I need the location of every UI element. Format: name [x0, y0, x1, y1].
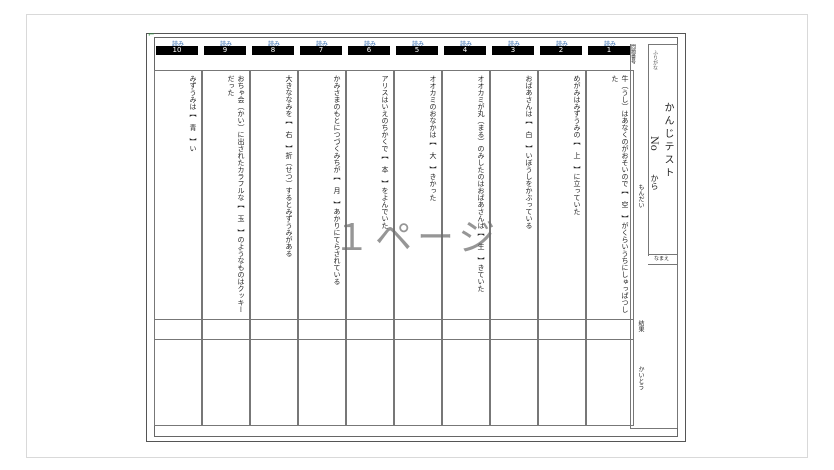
- question-column: アリスはいえのちかくで【 本 】をよんでいた: [346, 70, 394, 320]
- question-column: おちゃ会（かい）に出されたカラフルな【 玉 】のようなものはクッキーだった: [202, 70, 250, 320]
- furigana-label: ふりがな: [652, 50, 658, 70]
- question-column: 大きななみを【 右 】折（せつ）するとみずうみがある: [250, 70, 298, 320]
- mondai-text: もんだい: [637, 184, 644, 208]
- read-label: 読み: [219, 41, 232, 48]
- mondai-label: 問題番号: [630, 44, 636, 64]
- kaitou-label: かいとう: [637, 366, 644, 390]
- question-text: アリスはいえのちかくで【 本 】をよんでいた: [381, 75, 389, 229]
- question-number: 9: [204, 46, 246, 55]
- kanji-answer-box[interactable]: [538, 340, 586, 426]
- test-title: かんじテスト: [662, 102, 673, 180]
- reading-answer-box[interactable]: [538, 320, 586, 340]
- reading-answer-box[interactable]: [154, 320, 202, 340]
- read-label: 読み: [171, 41, 184, 48]
- read-label: 読み: [363, 41, 376, 48]
- kanji-answer-box[interactable]: [442, 340, 490, 426]
- read-label: 読み: [411, 41, 424, 48]
- reading-answer-box[interactable]: [250, 320, 298, 340]
- kanji-answer-box[interactable]: [154, 340, 202, 426]
- question-column: オオカミのおなかは【 大 】きかった: [394, 70, 442, 320]
- title-panel: 問題番号 ふりがな かんじテスト No から もんだい なまえ 結果 かいとう: [630, 44, 678, 429]
- question-number: 1: [588, 46, 630, 55]
- question-number: 3: [492, 46, 534, 55]
- corner-anchor-icon[interactable]: ⌐: [148, 30, 155, 39]
- question-column: みずうみは【 青 】い: [154, 70, 202, 320]
- reading-answer-box[interactable]: [298, 320, 346, 340]
- question-text: かみさまのもとにつづくみちが【 月 】あかりにてらされている: [333, 75, 341, 285]
- kanji-answer-box[interactable]: [394, 340, 442, 426]
- kanji-answer-box[interactable]: [490, 340, 538, 426]
- kanji-answer-box[interactable]: [298, 340, 346, 426]
- from-label: から: [650, 174, 659, 190]
- question-text: めがみはみずうみの【 上 】に立っていた: [573, 75, 581, 215]
- read-label: 読み: [507, 41, 520, 48]
- page-watermark: １ページ: [333, 216, 501, 259]
- read-label: 読み: [555, 41, 568, 48]
- question-text: おばあさんは【 白 】いぼうしをかぶっている: [525, 75, 533, 229]
- reading-answer-box[interactable]: [346, 320, 394, 340]
- kanji-answer-box[interactable]: [346, 340, 394, 426]
- question-text: みずうみは【 青 】い: [189, 75, 197, 152]
- question-column: めがみはみずうみの【 上 】に立っていた: [538, 70, 586, 320]
- reading-answer-box[interactable]: [442, 320, 490, 340]
- question-number: 7: [300, 46, 342, 55]
- question-column: かみさまのもとにつづくみちが【 月 】あかりにてらされている: [298, 70, 346, 320]
- question-number: 6: [348, 46, 390, 55]
- name-label: なまえ: [654, 256, 670, 262]
- question-text: おちゃ会（かい）に出されたカラフルな【 玉 】のようなものはクッキーだった: [227, 75, 245, 313]
- reading-answer-box[interactable]: [490, 320, 538, 340]
- question-number: 10: [156, 46, 198, 55]
- read-label: 読み: [603, 41, 616, 48]
- number-label: No: [648, 136, 659, 151]
- question-column: おばあさんは【 白 】いぼうしをかぶっている: [490, 70, 538, 320]
- question-text: オオカミが丸（まる）のみしたのはおばあさんは【 生 】きていた: [477, 75, 485, 292]
- question-text: 牛（うし）はあなくのがおそいので【 空 】がくらいうちにしゅっぱつした: [611, 75, 629, 313]
- read-label: 読み: [267, 41, 280, 48]
- reading-answer-box[interactable]: [202, 320, 250, 340]
- sheet-inner-frame: [154, 37, 678, 437]
- question-column: 牛（うし）はあなくのがおそいので【 空 】がくらいうちにしゅっぱつした: [586, 70, 634, 320]
- kanji-answer-box[interactable]: [586, 340, 634, 426]
- read-label: 読み: [459, 41, 472, 48]
- question-text: 大きななみを【 右 】折（せつ）するとみずうみがある: [285, 75, 293, 257]
- question-number: 4: [444, 46, 486, 55]
- question-column: オオカミが丸（まる）のみしたのはおばあさんは【 生 】きていた: [442, 70, 490, 320]
- result-label: 結果: [637, 320, 644, 332]
- kanji-answer-box[interactable]: [202, 340, 250, 426]
- question-number: 8: [252, 46, 294, 55]
- question-number: 5: [396, 46, 438, 55]
- question-number: 2: [540, 46, 582, 55]
- question-text: オオカミのおなかは【 大 】きかった: [429, 75, 437, 201]
- reading-answer-box[interactable]: [586, 320, 634, 340]
- kanji-answer-box[interactable]: [250, 340, 298, 426]
- read-label: 読み: [315, 41, 328, 48]
- reading-answer-box[interactable]: [394, 320, 442, 340]
